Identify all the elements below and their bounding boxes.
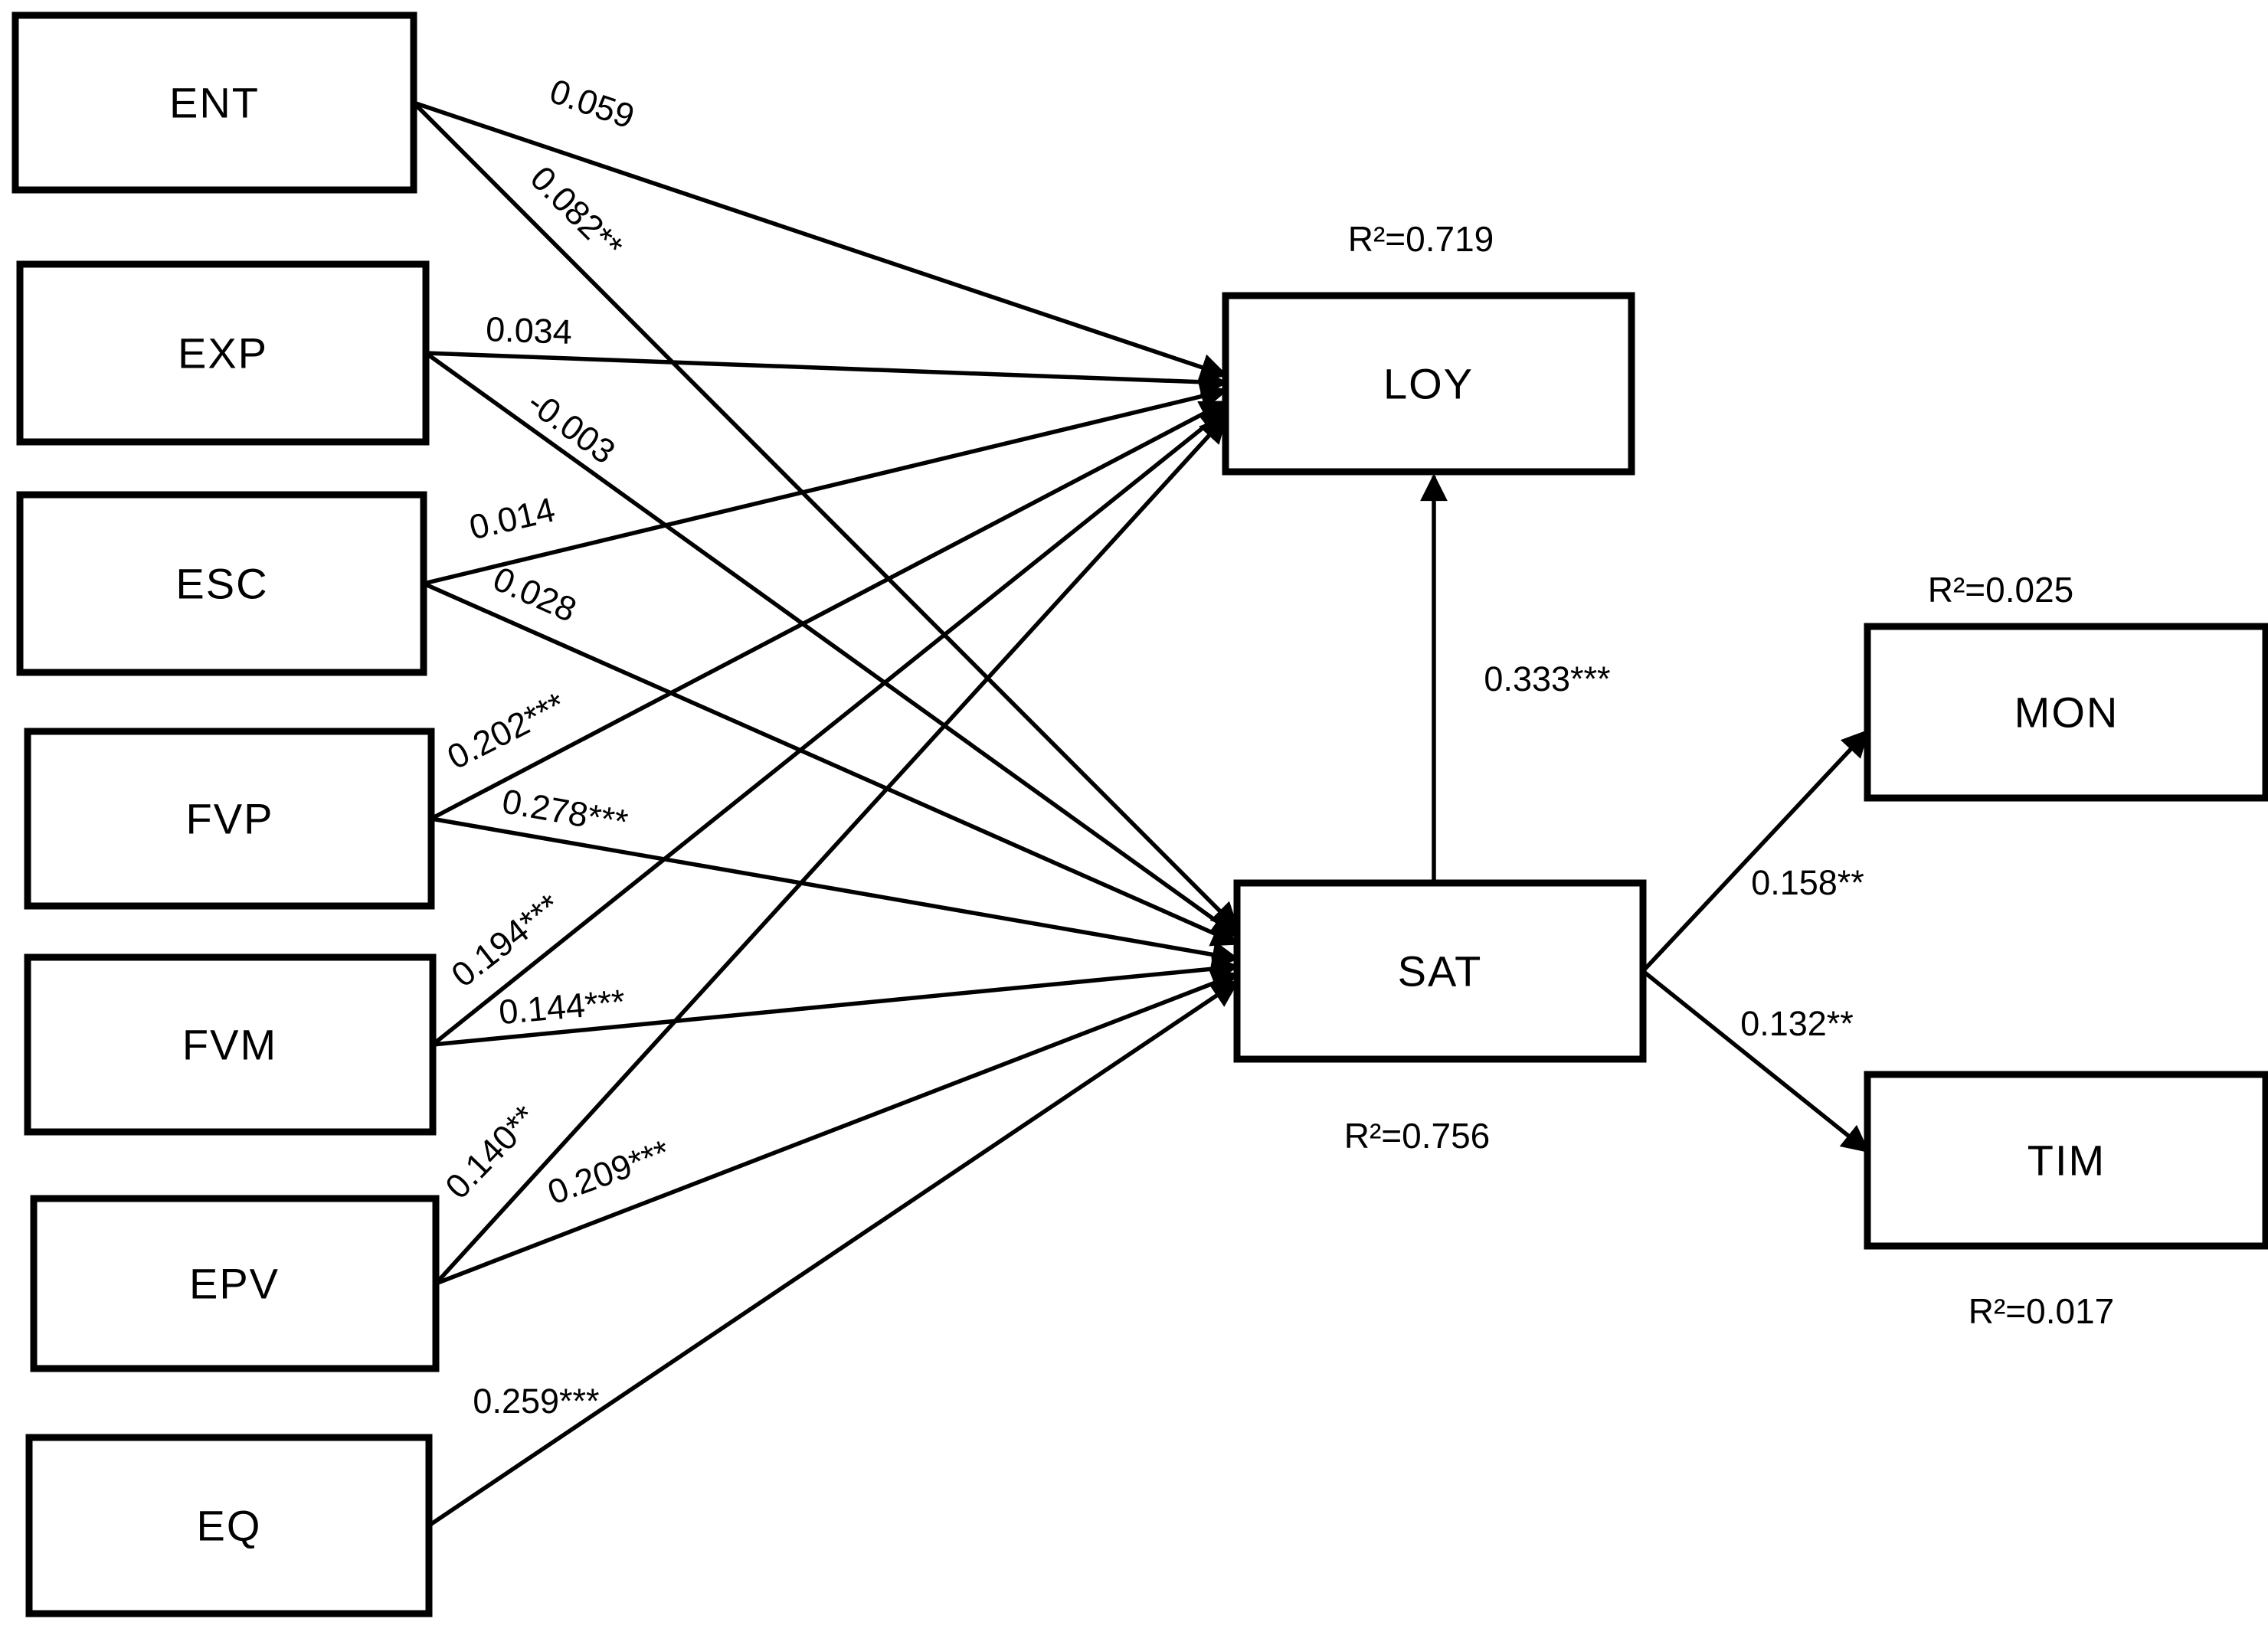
edge-exp-loy [425, 351, 1229, 396]
mon-label: MON [2014, 688, 2119, 737]
ent-box [11, 11, 417, 194]
coef-sat-tim: 0.132** [1740, 1004, 1854, 1043]
r2-mon: R²=0.025 [1928, 570, 2074, 610]
fvp-label: FVP [186, 795, 274, 843]
node-fvp: FVP [24, 728, 435, 910]
edge-fvm-sat [432, 955, 1240, 1047]
mon-box [1864, 623, 2268, 802]
edge-fvm-loy [431, 407, 1228, 1047]
r2-sat: R²=0.756 [1344, 1116, 1491, 1156]
eq-label: EQ [197, 1502, 262, 1550]
edge-epv-sat [435, 970, 1240, 1286]
coef-epv-loy: 0.140** [437, 1097, 544, 1206]
edge-ent-sat [412, 101, 1239, 930]
fvm-label: FVM [182, 1021, 277, 1069]
fvm-box [24, 953, 437, 1136]
ent-label: ENT [169, 79, 260, 127]
eq-box [25, 1434, 433, 1617]
node-tim: TIM [1864, 1071, 2268, 1250]
esc-box [16, 491, 427, 676]
coef-esc-loy: 0.014 [466, 489, 558, 547]
edge-esc-sat [422, 581, 1240, 947]
loy-label: LOY [1383, 360, 1474, 408]
sat-label: SAT [1398, 947, 1483, 996]
node-fvm: FVM [24, 953, 437, 1136]
fvp-box [24, 728, 435, 910]
epv-box [30, 1195, 440, 1372]
exp-box [16, 260, 430, 446]
edge-sat-mon [1641, 729, 1870, 973]
node-exp: EXP [16, 260, 430, 446]
node-sat: SAT [1233, 879, 1647, 1063]
epv-label: EPV [189, 1260, 280, 1308]
edge-esc-loy [423, 383, 1229, 586]
r2-loy: R²=0.719 [1348, 219, 1494, 259]
coef-ent-loy: 0.059 [545, 71, 639, 136]
node-epv: EPV [30, 1195, 440, 1372]
coef-fvm-sat: 0.144*** [497, 982, 627, 1032]
coef-fvm-loy: 0.194*** [444, 886, 568, 995]
edge-eq-sat [427, 980, 1239, 1528]
r2-tim: R²=0.017 [1969, 1291, 2115, 1331]
coef-eq-sat: 0.259*** [473, 1382, 599, 1421]
tim-label: TIM [2027, 1137, 2106, 1185]
edge-epv-loy [434, 415, 1228, 1285]
coef-ent-sat: 0.082** [523, 159, 630, 266]
edge-exp-sat [424, 351, 1239, 938]
node-loy: LOY [1222, 292, 1635, 476]
coef-sat-mon: 0.158** [1751, 863, 1864, 902]
node-esc: ESC [16, 491, 427, 676]
node-mon: MON [1864, 623, 2268, 802]
sat-box [1233, 879, 1647, 1063]
edge-ent-loy [413, 100, 1229, 381]
exp-label: EXP [178, 329, 268, 378]
coef-sat-loy: 0.333*** [1484, 659, 1610, 698]
edge-fvp-loy [430, 400, 1229, 821]
coef-exp-loy: 0.034 [485, 309, 572, 352]
tim-box [1864, 1071, 2268, 1250]
coef-fvp-loy: 0.202*** [441, 685, 571, 777]
node-eq: EQ [25, 1434, 433, 1617]
node-ent: ENT [11, 11, 417, 194]
edge-fvp-sat [430, 816, 1240, 969]
esc-label: ESC [175, 560, 268, 608]
loy-box [1222, 292, 1635, 476]
edge-sat-tim [1641, 969, 1870, 1153]
